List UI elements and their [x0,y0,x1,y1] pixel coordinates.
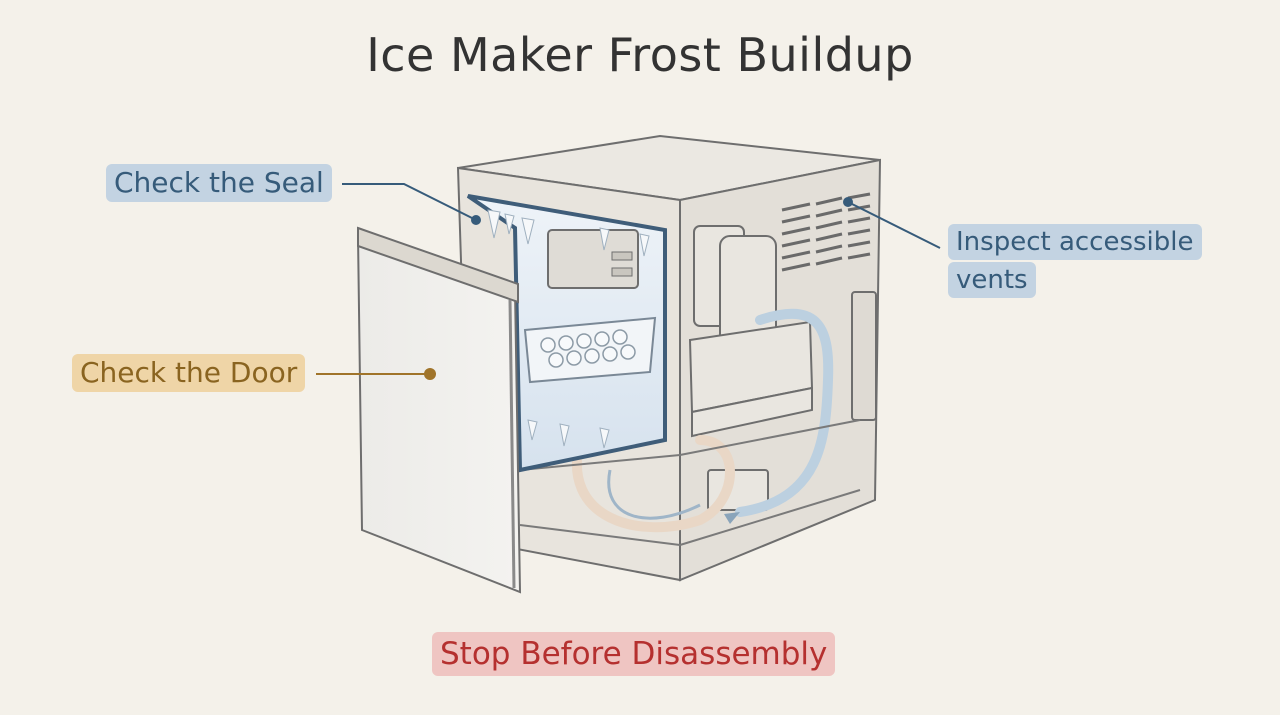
airflow-arrow [607,469,701,520]
callout-vents-line-1: Inspect accessible [948,224,1202,260]
door-top-edge [357,226,519,304]
frost-icicles [487,209,650,449]
callout-check-seal: Check the Seal [106,164,332,202]
coolant-tube [735,308,834,517]
side-handle [851,291,877,421]
vents-leader-dot [843,197,853,207]
side-vents [781,192,871,272]
seal-leader-dot [471,215,481,225]
vents-leader-line [847,201,941,249]
page-title: Ice Maker Frost Buildup [366,28,914,82]
side-mechanism [688,225,814,511]
callout-stop-disassembly: Stop Before Disassembly [432,632,836,676]
airflow-tube [571,435,735,533]
door-leader-dot [424,368,436,380]
callout-check-door: Check the Door [72,354,306,392]
ice-cubes [540,329,636,368]
callout-inspect-vents: Inspect accessible vents [940,224,1210,298]
callout-vents-line-2: vents [948,262,1036,298]
airflow-arrowhead [724,512,740,524]
seal-leader-line [342,183,477,221]
